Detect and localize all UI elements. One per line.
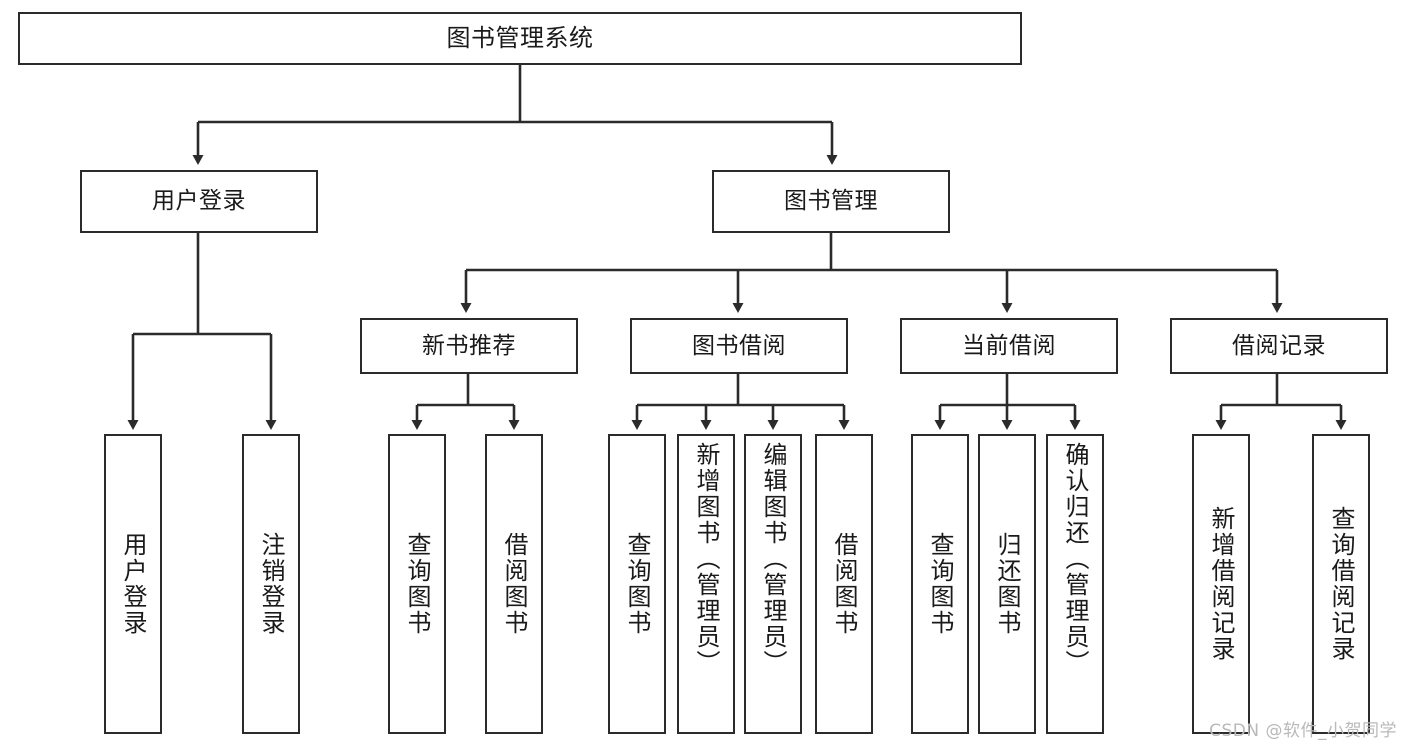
node-current-borrow[interactable]: 当前借阅 xyxy=(900,318,1118,374)
node-label: 图书借阅 xyxy=(692,332,786,359)
leaf-book-borrow-query-book[interactable]: 查询图书 xyxy=(608,434,666,734)
node-label: 新书推荐 xyxy=(422,332,516,359)
node-label: 图书管理系统 xyxy=(446,23,594,52)
leaf-user-login-logout[interactable]: 注销登录 xyxy=(242,434,300,734)
node-borrow-record[interactable]: 借阅记录 xyxy=(1170,318,1388,374)
leaf-current-borrow-return-book[interactable]: 归还图书 xyxy=(978,434,1036,734)
csdn-watermark: CSDN @软件_小贺同学 xyxy=(1209,721,1397,741)
node-label: 查询图书 xyxy=(926,532,954,636)
leaf-borrow-record-query-record[interactable]: 查询借阅记录 xyxy=(1312,434,1370,734)
node-new-book-recommend[interactable]: 新书推荐 xyxy=(360,318,578,374)
leaf-book-borrow-borrow-book[interactable]: 借阅图书 xyxy=(815,434,873,734)
node-label: 用户登录 xyxy=(119,532,147,636)
leaf-user-login-login[interactable]: 用户登录 xyxy=(104,434,162,734)
leaf-book-borrow-edit-book-admin[interactable]: 编辑图书（管理员） xyxy=(744,434,802,734)
node-label: 确认归还（管理员） xyxy=(1061,442,1089,676)
node-label: 编辑图书（管理员） xyxy=(759,442,787,676)
leaf-new-book-borrow-book[interactable]: 借阅图书 xyxy=(485,434,543,734)
leaf-book-borrow-add-book-admin[interactable]: 新增图书（管理员） xyxy=(677,434,735,734)
leaf-borrow-record-add-record[interactable]: 新增借阅记录 xyxy=(1192,434,1250,734)
node-label: 借阅记录 xyxy=(1232,332,1326,359)
node-label: 查询借阅记录 xyxy=(1327,506,1355,662)
node-book-management[interactable]: 图书管理 xyxy=(712,170,950,233)
node-label: 借阅图书 xyxy=(830,532,858,636)
node-label: 查询图书 xyxy=(623,532,651,636)
node-book-borrow[interactable]: 图书借阅 xyxy=(630,318,848,374)
leaf-current-borrow-confirm-return-admin[interactable]: 确认归还（管理员） xyxy=(1046,434,1104,734)
node-label: 注销登录 xyxy=(257,532,285,636)
node-label: 当前借阅 xyxy=(962,332,1056,359)
leaf-new-book-query-book[interactable]: 查询图书 xyxy=(388,434,446,734)
node-root-system[interactable]: 图书管理系统 xyxy=(18,12,1022,65)
node-label: 新增图书（管理员） xyxy=(692,442,720,676)
node-label: 归还图书 xyxy=(993,532,1021,636)
leaf-current-borrow-query-book[interactable]: 查询图书 xyxy=(911,434,969,734)
node-label: 用户登录 xyxy=(152,188,246,215)
node-user-login[interactable]: 用户登录 xyxy=(80,170,318,233)
node-label: 新增借阅记录 xyxy=(1207,506,1235,662)
node-label: 图书管理 xyxy=(784,188,878,215)
node-label: 查询图书 xyxy=(403,532,431,636)
node-label: 借阅图书 xyxy=(500,532,528,636)
